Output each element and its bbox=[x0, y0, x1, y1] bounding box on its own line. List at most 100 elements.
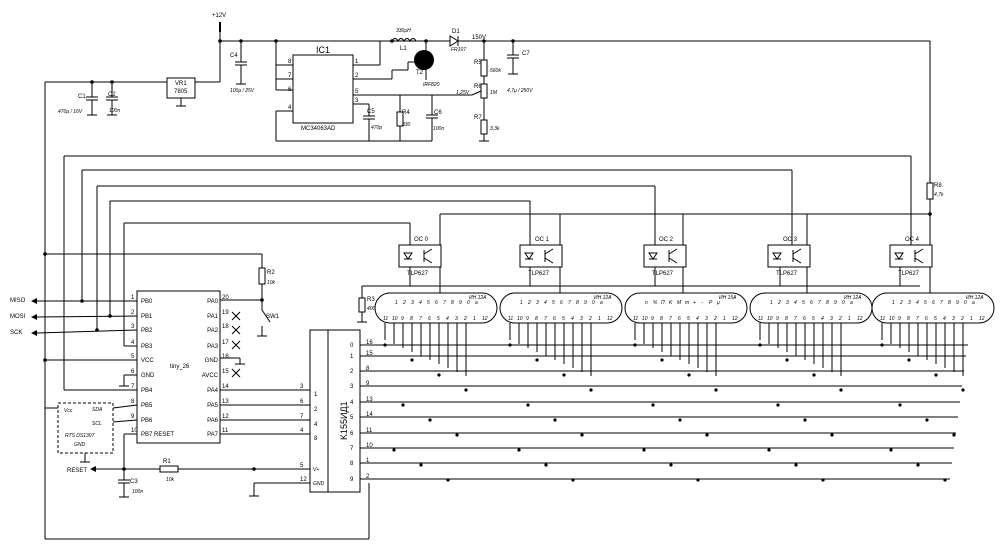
anode-bus bbox=[63, 155, 932, 391]
mcu-pin-label-left: PB3 bbox=[141, 344, 153, 350]
r1-value: 10k bbox=[166, 477, 175, 483]
mcu-pin-num-right: 18 bbox=[222, 324, 229, 330]
tube-digit-label: 6 bbox=[932, 300, 935, 306]
mcu-pin-label-left: PB6 bbox=[141, 418, 153, 424]
tube-pin-label: 2 bbox=[960, 316, 964, 322]
mcu-pin-num-left: 7 bbox=[131, 384, 135, 390]
isp-connector: MISO MOSI SCK bbox=[10, 298, 138, 387]
driver-pin-label-left: 4 bbox=[314, 422, 318, 428]
mcu-pin-label-left: PB5 bbox=[141, 403, 153, 409]
isp-sck: SCK bbox=[10, 330, 22, 336]
tube-digit-label: 4 bbox=[419, 300, 422, 306]
driver-output-pin: 13 bbox=[366, 397, 373, 403]
mcu-pin-num-left: 4 bbox=[131, 340, 135, 346]
mcu-pin-num-right: 11 bbox=[222, 428, 229, 434]
tube-pin-label: 12 bbox=[857, 316, 863, 322]
tube-pin-label: 3 bbox=[580, 316, 583, 322]
ic1-pin4: 4 bbox=[288, 105, 292, 111]
driver-output-pin: 2 bbox=[366, 474, 370, 480]
tube-digit-label: 0 bbox=[842, 300, 845, 306]
tube-name: ИН 15A bbox=[719, 295, 737, 301]
mcu-pin-num-left: 6 bbox=[131, 369, 135, 375]
c4-value: 100μ / 25V bbox=[230, 88, 255, 94]
tube-digit-label: m bbox=[685, 300, 689, 306]
r3-ref: R3 bbox=[367, 297, 375, 303]
mcu-pin-label-right: PA6 bbox=[207, 418, 219, 424]
mcu-pin-label-left: VCC bbox=[141, 358, 154, 364]
mcu-pin-num-right: 16 bbox=[222, 354, 229, 360]
r6-note: 1,25V bbox=[456, 90, 470, 96]
rtc-vcc: Vcc bbox=[64, 408, 73, 414]
tube-pin-label: 10 bbox=[767, 316, 773, 322]
driver-pin-num-left: 7 bbox=[300, 414, 304, 420]
tube-pin-label: 5 bbox=[437, 316, 440, 322]
tube-digit-label: 2 bbox=[777, 300, 781, 306]
mcu-pin-label-right: PA5 bbox=[207, 403, 219, 409]
driver-output-digit: 0 bbox=[350, 343, 354, 349]
ic1-part: MC34063AD bbox=[301, 126, 336, 132]
mcu-pin-label-left: PB1 bbox=[141, 314, 153, 320]
mcu-pin-label-left: PB7 RESET bbox=[141, 432, 174, 438]
opto-2: OC 2 TLP627 bbox=[643, 237, 687, 277]
opto-4: OC 4 TLP627 bbox=[889, 237, 933, 277]
oc0-part: TLP627 bbox=[407, 271, 429, 277]
tube-digit-label: K bbox=[669, 300, 673, 306]
ic1-pin1: 1 bbox=[355, 59, 359, 65]
mcu-pin-num-right: 15 bbox=[222, 369, 229, 375]
tube-digit-label: 9 bbox=[834, 300, 837, 306]
tube-digit-label: 3 bbox=[908, 300, 911, 306]
mcu-pin-label-left: PB2 bbox=[141, 328, 153, 334]
tube-digit-label: 0 bbox=[467, 300, 470, 306]
mcu-name: tiny_26 bbox=[170, 364, 190, 370]
tube-digit-label: 0 bbox=[964, 300, 967, 306]
tube-digit-label: μ bbox=[716, 300, 720, 306]
vr1-value: 7805 bbox=[174, 89, 188, 95]
r8-value: 4,7k bbox=[934, 192, 944, 198]
tube-digit-label: 2 bbox=[402, 300, 406, 306]
tube-digit-label: 3 bbox=[411, 300, 414, 306]
tube-digit-label: 7 bbox=[940, 300, 943, 306]
tube-digit-label: 4 bbox=[544, 300, 547, 306]
tube-digit-label: 8 bbox=[826, 300, 829, 306]
mcu-pin-num-right: 13 bbox=[222, 399, 229, 405]
tube-pin-label: 7 bbox=[669, 316, 672, 322]
rtc-sda: SDA bbox=[92, 407, 103, 413]
tube-pin-label: 4 bbox=[821, 316, 824, 322]
tube-pin-label: 6 bbox=[925, 316, 928, 322]
tube-name: ИН 12A bbox=[469, 295, 487, 301]
oc2-part: TLP627 bbox=[652, 271, 674, 277]
tube-digit-label: 9 bbox=[459, 300, 462, 306]
tube-digit-label: P bbox=[709, 300, 713, 306]
tube-digit-label: 3 bbox=[536, 300, 539, 306]
driver-output-pin: 15 bbox=[366, 351, 373, 357]
tube-pin-label: 4 bbox=[446, 316, 449, 322]
tube-digit-label: 5 bbox=[427, 300, 430, 306]
c6-ref: C6 bbox=[434, 110, 442, 116]
mcu-pin-label-right: GND bbox=[205, 358, 219, 364]
oc2-ref: OC 2 bbox=[659, 237, 674, 243]
driver-output-pin: 14 bbox=[366, 412, 373, 418]
mcu-pin-num-left: 8 bbox=[131, 399, 135, 405]
vplus-label: +12V bbox=[212, 13, 226, 19]
mcu-pin-num-left: 9 bbox=[131, 414, 135, 420]
opto-1: OC 1 TLP627 bbox=[519, 237, 563, 277]
mcu-pin-num-right: 19 bbox=[222, 310, 229, 316]
tube-pin-label: 1 bbox=[473, 316, 476, 322]
switch-sw1: R2 10k SW1 bbox=[43, 252, 280, 337]
tube-pin-label: 7 bbox=[419, 316, 422, 322]
mcu-pin-label-left: PB4 bbox=[141, 388, 153, 394]
tube-pin-label: 5 bbox=[934, 316, 937, 322]
rtc-name: RTS DS1307 bbox=[65, 433, 95, 439]
r6-value: 1M bbox=[490, 90, 498, 96]
tube-digit-label: - bbox=[701, 300, 703, 306]
tube-digit-label: 1 bbox=[770, 300, 773, 306]
tube-pin-label: 12 bbox=[979, 316, 985, 322]
tube-pin-label: 1 bbox=[598, 316, 601, 322]
tube-pin-label: 2 bbox=[588, 316, 592, 322]
driver-output-pin: 10 bbox=[366, 443, 373, 449]
tube-pin-label: 12 bbox=[732, 316, 738, 322]
r7-value: 3,3k bbox=[490, 126, 500, 132]
isp-miso: MISO bbox=[10, 298, 26, 304]
tube-pin-label: 8 bbox=[660, 316, 663, 322]
opto-0: OC 0 TLP627 bbox=[398, 237, 442, 277]
